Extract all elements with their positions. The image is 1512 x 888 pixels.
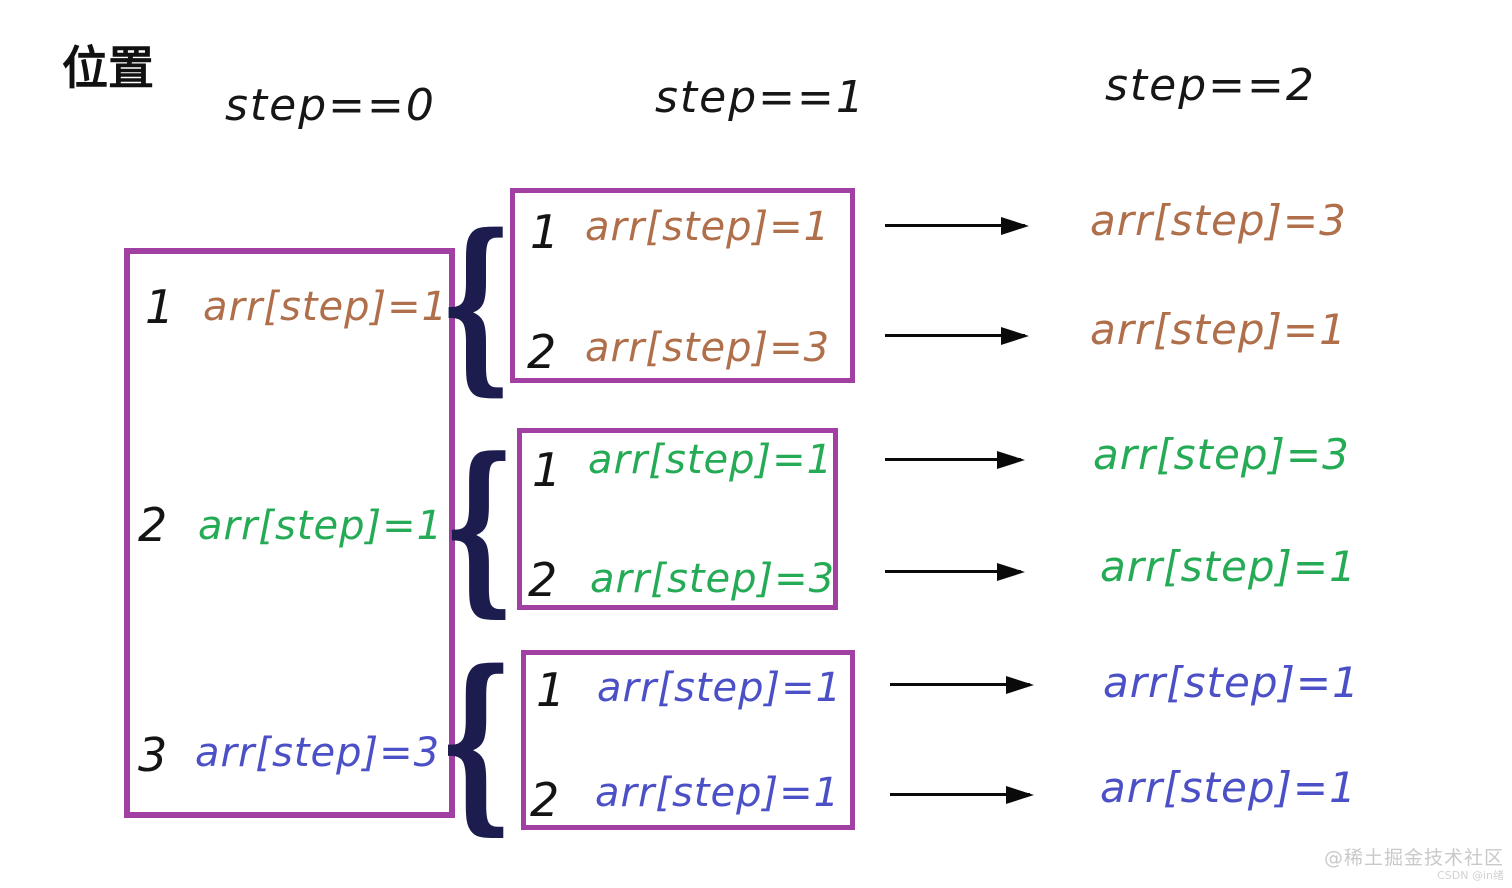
step1-box3-row2-index: 2 <box>530 773 560 827</box>
brace-icon: { <box>438 629 514 852</box>
step1-box1-row1-formula: arr[step]=1 <box>585 204 831 250</box>
step0-row2-formula: arr[step]=1 <box>198 503 444 549</box>
column-header-step0: step==0 <box>225 80 436 131</box>
watermark-csdn: CSDN @in绪 <box>1437 869 1504 882</box>
step0-box <box>124 248 455 818</box>
step1-box1-row2-formula: arr[step]=3 <box>585 325 831 371</box>
step1-box2-row2-index: 2 <box>528 553 558 607</box>
step1-box3-row1-formula: arr[step]=1 <box>597 665 843 711</box>
step1-box1-row2-index: 2 <box>527 325 557 379</box>
arrow-icon <box>885 570 1021 573</box>
arrow-icon <box>885 224 1025 227</box>
arrow-icon <box>885 334 1025 337</box>
step1-box-1 <box>510 188 855 383</box>
step1-box-3 <box>521 650 855 830</box>
step2-result-3: arr[step]=3 <box>1093 430 1350 479</box>
step1-box-2 <box>517 428 838 610</box>
step0-row2-index: 2 <box>138 498 168 552</box>
arrow-icon <box>885 458 1021 461</box>
step2-result-4: arr[step]=1 <box>1100 542 1357 591</box>
step0-row3-index: 3 <box>138 728 168 782</box>
page-title: 位置 <box>62 41 154 95</box>
step0-row1-index: 1 <box>145 280 175 334</box>
step2-result-5: arr[step]=1 <box>1103 658 1360 707</box>
step1-box3-row2-formula: arr[step]=1 <box>595 770 841 816</box>
step1-box3-row1-index: 1 <box>536 663 566 717</box>
step1-box2-row2-formula: arr[step]=3 <box>590 556 836 602</box>
step2-result-6: arr[step]=1 <box>1100 763 1357 812</box>
step0-row1-formula: arr[step]=1 <box>203 284 449 330</box>
column-header-step1: step==1 <box>655 72 866 123</box>
arrow-icon <box>890 793 1030 796</box>
step0-row3-formula: arr[step]=3 <box>195 730 441 776</box>
brace-icon: { <box>438 193 514 412</box>
column-header-step2: step==2 <box>1105 60 1316 111</box>
brace-icon: { <box>442 418 516 634</box>
step2-result-1: arr[step]=3 <box>1090 196 1347 245</box>
step1-box1-row1-index: 1 <box>530 205 560 259</box>
step1-box2-row1-formula: arr[step]=1 <box>588 437 834 483</box>
step2-result-2: arr[step]=1 <box>1090 305 1347 354</box>
arrow-icon <box>890 683 1030 686</box>
step1-box2-row1-index: 1 <box>532 443 562 497</box>
watermark-juejin: @稀土掘金技术社区 <box>1323 847 1504 869</box>
